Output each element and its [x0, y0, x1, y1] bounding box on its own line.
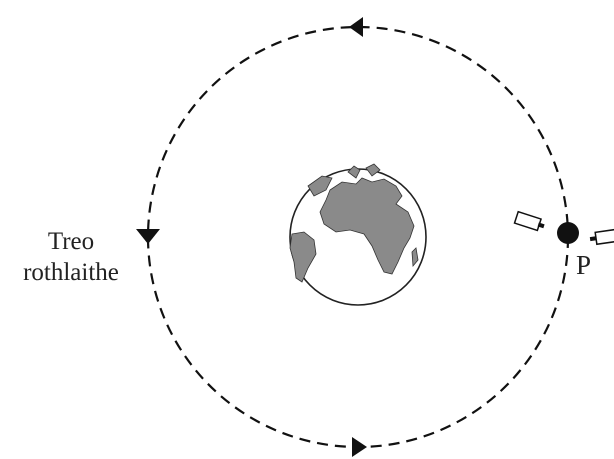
direction-arrow-left-icon	[136, 229, 160, 244]
rotation-label-line1: Treo	[6, 226, 136, 257]
direction-arrow-top-icon	[349, 17, 363, 37]
point-p-label: P	[576, 250, 591, 281]
satellite-icon	[515, 212, 614, 245]
rotation-direction-label: Treo rothlaithe	[6, 226, 136, 288]
direction-arrow-bottom-icon	[352, 437, 367, 457]
earth-icon	[290, 164, 426, 305]
rotation-label-line2: rothlaithe	[6, 257, 136, 288]
